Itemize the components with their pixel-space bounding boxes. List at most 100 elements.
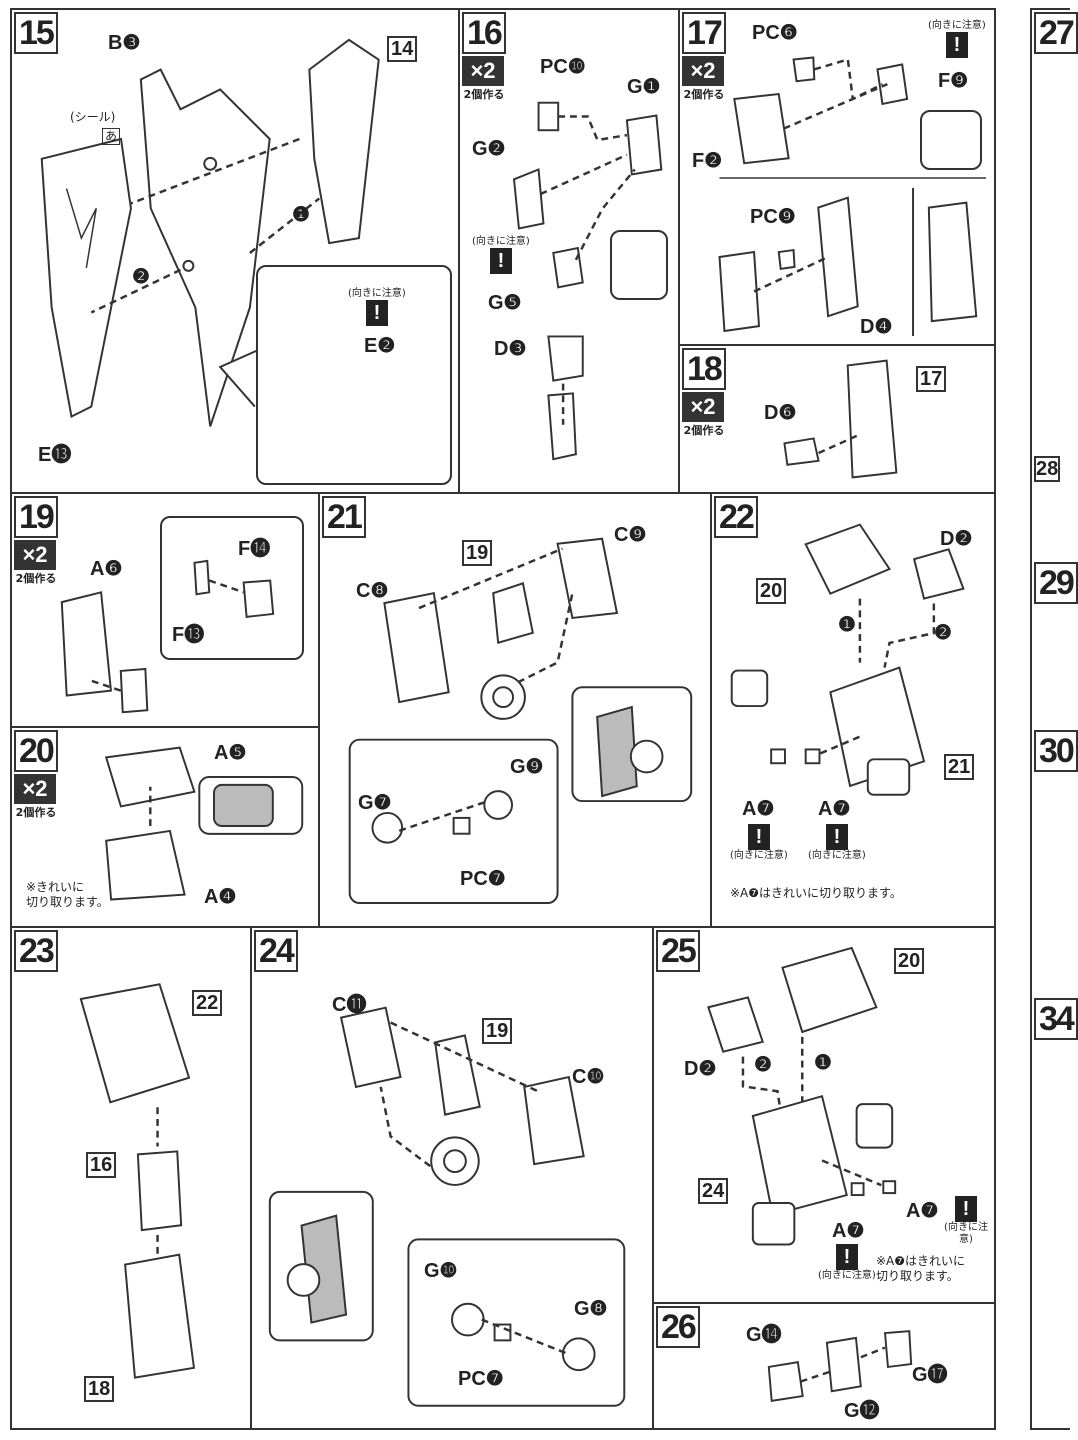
part-label-g17: G⓱ [912, 1364, 948, 1386]
detail-bubble [256, 265, 452, 485]
caution-text: (向きに注意) [944, 1222, 988, 1245]
step-number: 15 [14, 12, 58, 54]
cut-cleanly-note: ※きれいに 切り取ります。 [26, 880, 109, 909]
step-19-panel: 19 ×2 2個作る A❻ F⓮ F⓭ [10, 492, 320, 728]
step-18-panel: 18 ×2 2個作る 17 D❻ [678, 344, 996, 494]
make-two-note: 2個作る [683, 424, 725, 437]
step-number: 16 [462, 12, 506, 54]
step-17-illustration [718, 56, 987, 336]
part-label-g12: G⓬ [844, 1400, 880, 1422]
step-number: 20 [14, 730, 58, 772]
part-label-g9: G❾ [510, 756, 544, 778]
seal-note: (シール) [70, 110, 116, 124]
arrow-order-1: ❶ [814, 1052, 832, 1074]
part-label-pc10: PC❿ [540, 56, 586, 78]
step-15-panel: 15 B❸ 14 (シール) あ ❶ ❷ (向きに注意) ! E❷ E⓭ [10, 8, 460, 494]
part-label-e2: E❷ [364, 335, 396, 357]
arrow-order-1: ❶ [292, 204, 310, 226]
part-label-d2: D❷ [940, 528, 973, 550]
step-number: 23 [14, 930, 58, 972]
step-number: 17 [682, 12, 726, 54]
part-label-d3: D❸ [494, 338, 527, 360]
part-label-a7-right: A❼ [906, 1200, 939, 1222]
multiplier-badge: ×2 [682, 392, 724, 422]
arrow-order-2: ❷ [754, 1054, 772, 1076]
step-25-panel: 25 20 ❷ ❶ D❷ 24 A❼ ! (向きに注意) A❼ ! (向きに注意… [652, 926, 996, 1304]
part-label-pc9: PC❾ [750, 206, 796, 228]
part-label-g7: G❼ [358, 792, 392, 814]
next-step-34: 34 [1034, 998, 1078, 1040]
arrow-order-2: ❷ [934, 622, 952, 644]
caution-text: (向きに注意) [818, 1270, 876, 1281]
step-23-illustration [79, 983, 196, 1379]
part-label-g2: G❷ [472, 138, 506, 160]
part-label-a7-right: A❼ [818, 798, 851, 820]
part-label-a7-left: A❼ [742, 798, 775, 820]
step-21-illustration [348, 537, 693, 905]
part-label-a7-left: A❼ [832, 1220, 865, 1242]
step-number: 22 [714, 496, 758, 538]
part-label-pc7: PC❼ [458, 1368, 504, 1390]
part-label-b3: B❸ [108, 32, 141, 54]
step-16-panel: 16 ×2 2個作る PC❿ G❶ G❷ (向きに注意) ! G❺ D❸ [458, 8, 680, 494]
caution-text: (向きに注意) [730, 850, 788, 861]
ref-step-19: 19 [482, 1018, 513, 1044]
step-number: 26 [656, 1306, 700, 1348]
seal-mark: あ [102, 128, 121, 145]
step-25-illustration [707, 946, 897, 1246]
part-label-a6: A❻ [90, 558, 123, 580]
step-26-panel: 26 G⓮ G⓱ G⓬ [652, 1302, 996, 1430]
step-number: 24 [254, 930, 298, 972]
next-step-29: 29 [1034, 562, 1078, 604]
multiplier-badge: ×2 [14, 774, 56, 804]
ref-step-24: 24 [698, 1178, 729, 1204]
caution-icon: ! [365, 300, 388, 326]
step-number: 18 [682, 348, 726, 390]
detail-bubble [920, 110, 982, 170]
part-label-g1: G❶ [627, 76, 661, 98]
caution-marker: (向きに注意) ! [472, 236, 530, 274]
part-label-a4: A❹ [204, 886, 237, 908]
step-number: 19 [14, 496, 58, 538]
caution-text: (向きに注意) [928, 20, 986, 31]
make-two-note: 2個作る [15, 572, 57, 585]
step-24-panel: 24 C⓫ 19 C❿ G❿ G❽ PC❼ [250, 926, 654, 1430]
step-number: 25 [656, 930, 700, 972]
caution-marker-right: ! (向きに注意) [938, 1196, 994, 1246]
step-23-panel: 23 22 16 18 [10, 926, 252, 1430]
step-number: 21 [322, 496, 366, 538]
step-16-illustration [512, 101, 663, 461]
step-22-illustration [730, 523, 965, 796]
part-label-f2: F❷ [692, 150, 723, 172]
step-17-panel: 17 ×2 2個作る PC❻ (向きに注意) ! F❾ F❷ PC❾ D❹ [678, 8, 996, 346]
caution-icon: ! [747, 824, 770, 850]
part-label-pc7: PC❼ [460, 868, 506, 890]
caution-icon: ! [835, 1244, 858, 1270]
part-label-g5: G❺ [488, 292, 522, 314]
ref-step-19: 19 [462, 540, 493, 566]
part-label-e13: E⓭ [38, 444, 72, 466]
caution-icon: ! [825, 824, 848, 850]
caution-marker-right: ! (向きに注意) [808, 824, 866, 862]
step-20-illustration [104, 746, 304, 901]
caution-marker-left: ! (向きに注意) [818, 1244, 876, 1282]
ref-step-18: 18 [84, 1376, 115, 1402]
caution-icon: ! [489, 248, 512, 274]
make-two-note: 2個作る [463, 88, 505, 101]
part-label-c9: C❾ [614, 524, 647, 546]
step-26-illustration [767, 1330, 913, 1402]
make-two-note: 2個作る [683, 88, 725, 101]
part-label-g14: G⓮ [746, 1324, 782, 1346]
caution-marker: (向きに注意) ! [348, 288, 406, 326]
step-22-panel: 22 D❷ 20 ❶ ❷ 21 A❼ A❼ ! (向きに注意) ! (向きに注意… [710, 492, 996, 928]
arrow-order-2: ❷ [132, 266, 150, 288]
part-label-f14: F⓮ [238, 538, 271, 560]
step-20-panel: 20 ×2 2個作る A❺ ※きれいに 切り取ります。 A❹ [10, 726, 320, 928]
multiplier-badge: ×2 [462, 56, 504, 86]
multiplier-badge: ×2 [682, 56, 724, 86]
next-step-27: 27 [1034, 12, 1078, 54]
part-label-d2: D❷ [684, 1058, 717, 1080]
part-label-d6: D❻ [764, 402, 797, 424]
caution-text: (向きに注意) [472, 236, 530, 247]
